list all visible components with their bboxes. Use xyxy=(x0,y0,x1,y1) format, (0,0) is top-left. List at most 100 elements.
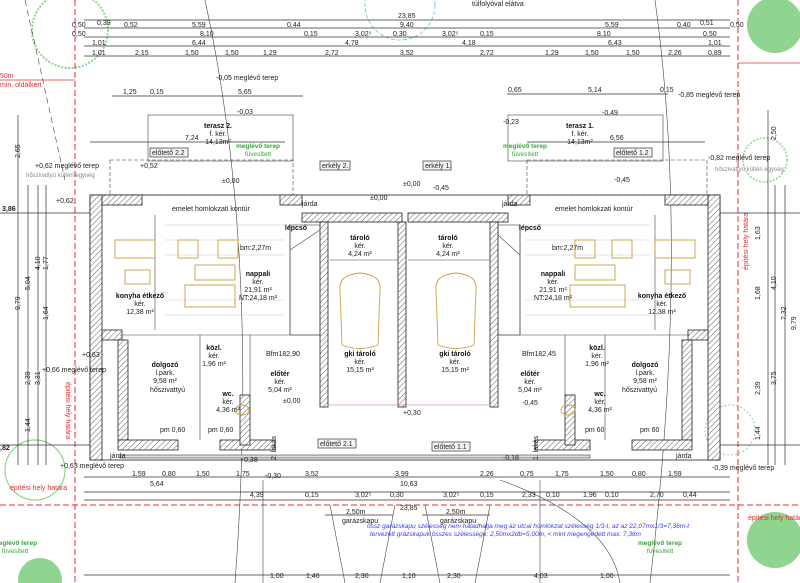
drawing-label: 1,44 xyxy=(25,418,32,432)
drawing-label: 1,63 xyxy=(755,226,762,240)
drawing-label: 4,10 xyxy=(771,276,778,290)
dim-label: 0,52 xyxy=(124,22,138,29)
level-markers: -0,05 meglévő terep -0,03 +0,62 meglévő … xyxy=(26,75,784,480)
dim-label: 8,10 xyxy=(597,31,611,38)
dim-label: 0,50 xyxy=(730,22,744,29)
drawing-label: 2,39 xyxy=(755,381,762,395)
dim-label: 1,01 xyxy=(708,40,722,47)
drawing-label: előtér xyxy=(270,371,289,378)
drawing-label: füvesített xyxy=(245,151,272,158)
walls xyxy=(89,194,721,461)
room-corridor-left: közl. kér. 1,96 m² xyxy=(202,345,226,368)
tree-icon xyxy=(704,404,756,456)
drawing-label: 14,13m² xyxy=(567,139,593,146)
room-office-right: dolgozó l.park. 9,58 m² xyxy=(632,362,659,385)
drawing-label: 1,46 xyxy=(306,573,320,580)
dim-label: 5,59 xyxy=(192,22,206,29)
canopy-outline xyxy=(526,159,708,196)
tag-balcony-2: erkély 2. xyxy=(322,163,349,170)
drawing-label: NT:24,18 m² xyxy=(239,295,278,302)
room-hall-left: előtér kér. 5,04 m² xyxy=(268,371,292,394)
gate-label-right: garázskapu xyxy=(440,518,476,525)
drawing-label: kér. xyxy=(354,243,365,250)
tree-icon xyxy=(747,512,800,568)
dim-label: 0,50 xyxy=(72,31,86,38)
dim-label: 5,59 xyxy=(605,22,619,29)
drawing-label: l.park. xyxy=(155,370,174,377)
drawing-label: -0,30 xyxy=(265,473,281,480)
drawing-label: füvesített xyxy=(647,548,674,555)
room-garage-right: gki tároló kér. 15,15 m² xyxy=(439,351,471,374)
tag-unit-2: 2. lakás xyxy=(271,435,278,460)
drawing-label: hőszivattyú kültéri egység xyxy=(715,167,784,173)
dim-label: 6,44 xyxy=(192,40,206,47)
tag-balcony-1: erkély 1. xyxy=(425,163,452,170)
dim-label: 2,26 xyxy=(668,50,682,57)
drawing-label: 15,15 m² xyxy=(346,367,374,374)
drawing-label: +0,62 meglévő terep xyxy=(35,163,99,170)
drawing-label: 1,50 xyxy=(196,471,210,478)
tag-box xyxy=(613,147,653,158)
right-side-dimensions: 2,50 1,63 1,68 4,10 7,32 9,79 3,75 2,39 … xyxy=(755,126,798,440)
dim-label: 0,51 xyxy=(700,20,714,27)
drawing-label: 0,75 xyxy=(520,471,534,478)
drawing-label: terasz 2. xyxy=(204,123,232,130)
dim-label: 0,39 xyxy=(97,20,111,27)
dim-label: 1,50 xyxy=(185,50,199,57)
drawing-label: 0,15 xyxy=(480,492,494,499)
dim-label: 2,72 xyxy=(480,50,494,57)
tag-contour-left: emelet homlokzati kontúr xyxy=(172,206,250,213)
drawing-label: kér. xyxy=(591,353,602,360)
drawing-label: -0,03 xyxy=(237,109,253,116)
drawing-label: 1,96 xyxy=(583,492,597,499)
drawing-label: -0,45 xyxy=(433,185,449,192)
drawing-label: 2,39 xyxy=(25,371,32,385)
existing-lawn-label: meglévő terep füvesített xyxy=(0,540,37,555)
room-office-left: dolgozó l.park. 9,58 m² xyxy=(152,362,179,385)
tag-heatpump-right: hőszivattyú xyxy=(622,387,657,394)
drawing-label: ±0,00 xyxy=(403,181,421,188)
drawing-label: előtér xyxy=(520,371,539,378)
dim-label: 3,02⁵ xyxy=(442,31,459,38)
dim-label: 1,50 xyxy=(585,50,599,57)
site-curve-line xyxy=(204,0,244,583)
drawing-label: l.park. xyxy=(635,370,654,377)
tag-bfm-right: Bfm182,45 xyxy=(522,351,556,358)
drawing-label: 4,24 m² xyxy=(436,251,460,258)
drawing-label: 1,77 xyxy=(43,256,50,270)
drawing-label: 12,38 m² xyxy=(648,309,676,316)
site-curve-line xyxy=(499,479,621,583)
tag-bm-left: bm:2,27m xyxy=(240,245,271,252)
gate-width-note: össz garázskapu szélesség nem haladhatja… xyxy=(367,523,690,530)
drawing-label: 1,00 xyxy=(600,573,614,580)
drawing-label: 2,50 xyxy=(771,126,778,140)
interior-partitions xyxy=(119,215,690,459)
room-terrace-2: terasz 2. f. kér. 14,13m² xyxy=(204,123,232,146)
dim-label: 0,15 xyxy=(150,89,164,96)
drawing-label: -0,39 meglévő terep xyxy=(712,465,774,472)
tree-icon xyxy=(18,558,62,583)
drawing-label: konyha étkező xyxy=(638,293,686,300)
tag-window-height: pm 0,60 xyxy=(160,427,185,434)
drawing-label: 0,10 xyxy=(605,492,619,499)
drawing-label: 2,65 xyxy=(15,144,22,158)
tag-heatpump-left: hőszivattyú xyxy=(150,387,185,394)
dim-label: 1,29 xyxy=(263,50,277,57)
gate-label-left: garázskapu xyxy=(342,518,378,525)
room-garage-left: gki tároló kér. 15,15 m² xyxy=(344,351,376,374)
dim-label: 4,18 xyxy=(462,40,476,47)
drawing-label: kér. xyxy=(222,399,233,406)
dim-label: 0,65 xyxy=(508,87,522,94)
drawing-label: 21,91 m² xyxy=(539,287,567,294)
drawing-label: gki tároló xyxy=(439,351,471,358)
drawing-label: nappali xyxy=(246,271,271,278)
tag-walkway: járda xyxy=(501,201,518,208)
dim-row-4: 1,01 2,15 1,50 1,50 1,29 2,72 3,52 2,72 … xyxy=(92,50,722,57)
drawing-label: kér. xyxy=(449,359,460,366)
drawing-label: füvesített xyxy=(2,548,29,555)
dim-label: 1,29 xyxy=(545,50,559,57)
drawing-label: 1,75 xyxy=(236,471,250,478)
drawing-label: 3,31 xyxy=(35,371,42,385)
drawing-label: kér. xyxy=(274,379,285,386)
